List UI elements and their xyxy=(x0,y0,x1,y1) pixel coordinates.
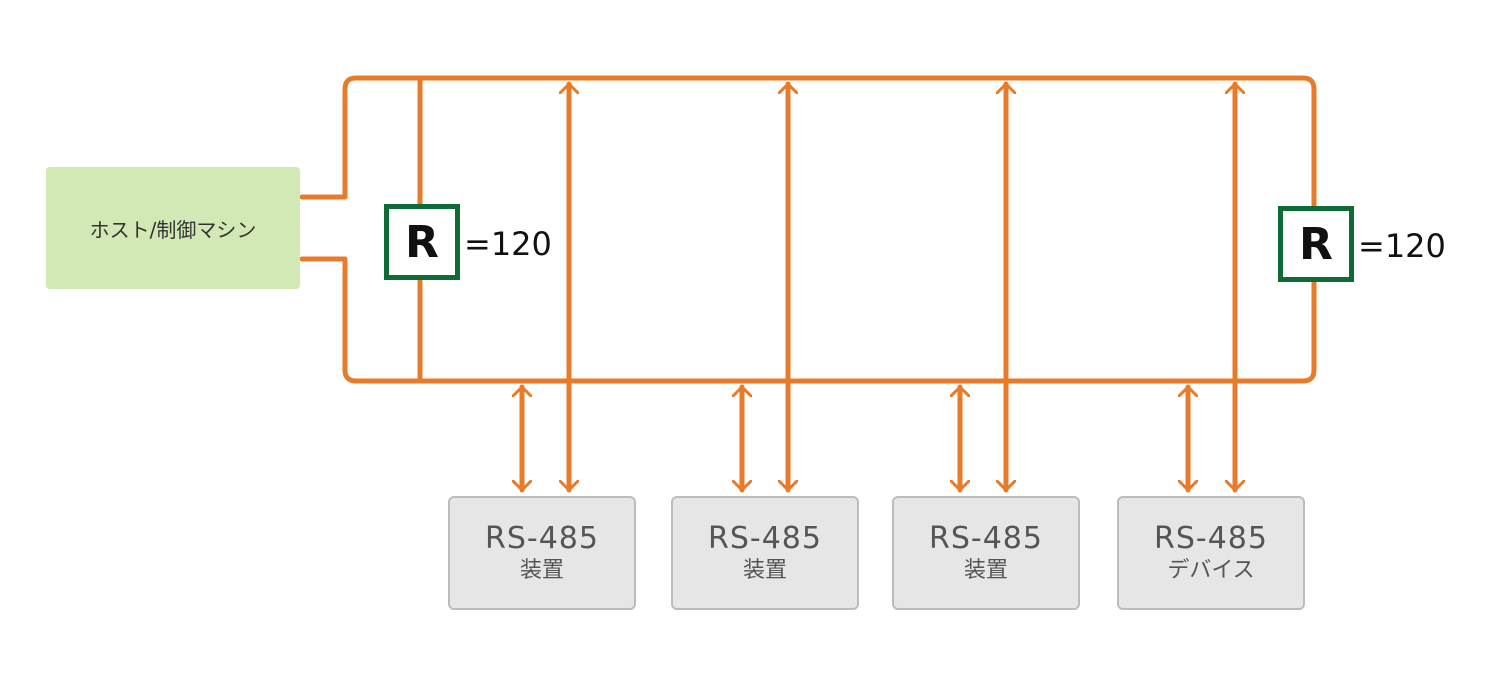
terminating-resistor-right: R xyxy=(1278,206,1354,282)
device-name: RS-485 xyxy=(485,521,599,556)
device-type: 装置 xyxy=(963,557,1008,583)
host-line-a xyxy=(299,75,1317,212)
rs485-device-3: RS-485 装置 xyxy=(892,496,1080,610)
device-type: デバイス xyxy=(1167,557,1255,583)
host-label: ホスト/制御マシン xyxy=(89,217,257,242)
resistor-value-right: =120 xyxy=(1358,227,1446,265)
device-type: 装置 xyxy=(519,557,564,583)
resistor-symbol: R xyxy=(1299,218,1333,270)
rs485-device-4: RS-485 デバイス xyxy=(1117,496,1305,610)
rs485-device-1: RS-485 装置 xyxy=(448,496,636,610)
terminating-resistor-left: R xyxy=(384,204,460,280)
resistor-value-left: =120 xyxy=(464,225,552,263)
device-name: RS-485 xyxy=(929,521,1043,556)
device-type: 装置 xyxy=(742,557,787,583)
device-name: RS-485 xyxy=(708,521,822,556)
device-name: RS-485 xyxy=(1154,521,1268,556)
resistor-symbol: R xyxy=(405,216,439,268)
host-controller-box: ホスト/制御マシン xyxy=(46,167,300,289)
host-line-b xyxy=(299,256,1317,384)
rs485-device-2: RS-485 装置 xyxy=(671,496,859,610)
